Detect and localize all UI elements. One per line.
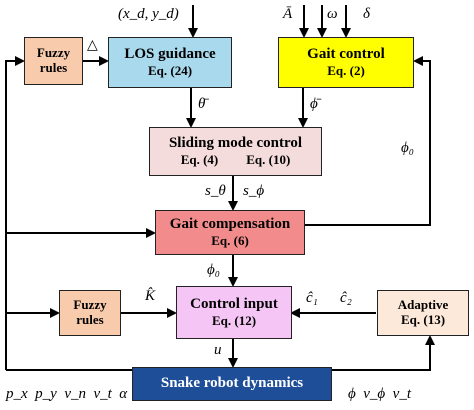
s-phi-label: s_ϕ: [243, 183, 265, 199]
smc-eq-a: Eq. (4): [180, 151, 219, 167]
phi-bar-label: ϕ̄: [310, 96, 318, 112]
adaptive-title: Adaptive: [397, 297, 449, 313]
a-bar-label: Ā: [283, 6, 293, 22]
c1-hat-label: ĉ₁: [306, 290, 318, 306]
fuzzy-rules-top-block: Fuzzy rules: [24, 37, 83, 85]
sliding-mode-control-block: Sliding mode control Eq. (4) Eq. (10): [149, 127, 322, 176]
gait-comp-eq: Eq. (6): [211, 232, 249, 248]
smc-eq-b: Eq. (10): [246, 151, 291, 167]
fuzzy-rules-bottom-block: Fuzzy rules: [59, 290, 121, 336]
fuzzy-rules-bottom-line1: Fuzzy: [73, 297, 107, 313]
phi0-mid-label: ϕ₀: [207, 262, 220, 278]
outputs-right-label: ϕ v_ϕ v_t: [348, 386, 412, 402]
control-input-title: Control input: [190, 296, 278, 313]
fuzzy-rules-bottom-line2: rules: [76, 312, 104, 327]
smc-title: Sliding mode control: [168, 135, 303, 152]
omega-label: ω: [327, 6, 338, 22]
s-theta-label: s_θ: [205, 183, 226, 199]
dynamics-to-adaptive-line: [332, 335, 435, 371]
c2-hat-label: ĉ₂: [340, 290, 352, 306]
xd-yd-label: (x_d, y_d): [118, 6, 179, 22]
delta-label: δ: [363, 6, 370, 22]
fuzzy-rules-top-line2: rules: [39, 60, 68, 75]
outputs-left-label: p_x p_y v_n v_t α: [6, 386, 128, 402]
control-input-block: Control input Eq. (12): [176, 286, 292, 339]
phi0-feedback-line: [305, 56, 431, 226]
snake-robot-dynamics-block: Snake robot dynamics: [132, 367, 332, 401]
k-hat-label: K̂: [145, 288, 156, 304]
control-input-eq: Eq. (12): [211, 312, 257, 328]
u-label: u: [214, 342, 222, 358]
los-guidance-title: LOS guidance: [124, 46, 216, 63]
adaptive-eq: Eq. (13): [400, 312, 446, 327]
theta-bar-label: θ̄: [198, 96, 206, 112]
gait-control-title: Gait control: [307, 46, 385, 63]
triangle-label: △: [87, 38, 98, 53]
gait-compensation-block: Gait compensation Eq. (6): [155, 210, 305, 255]
fuzzy-rules-top-line1: Fuzzy: [36, 45, 71, 61]
gait-comp-title: Gait compensation: [169, 216, 291, 233]
los-guidance-block: LOS guidance Eq. (24): [108, 37, 232, 88]
gait-control-eq: Eq. (2): [327, 62, 365, 78]
dynamics-title: Snake robot dynamics: [160, 375, 304, 392]
gait-control-block: Gait control Eq. (2): [278, 37, 414, 88]
los-guidance-eq: Eq. (24): [147, 62, 193, 78]
left-feedback-bus: [5, 56, 25, 370]
phi0-right-label: ϕ₀: [401, 140, 414, 156]
adaptive-block: Adaptive Eq. (13): [377, 290, 469, 336]
